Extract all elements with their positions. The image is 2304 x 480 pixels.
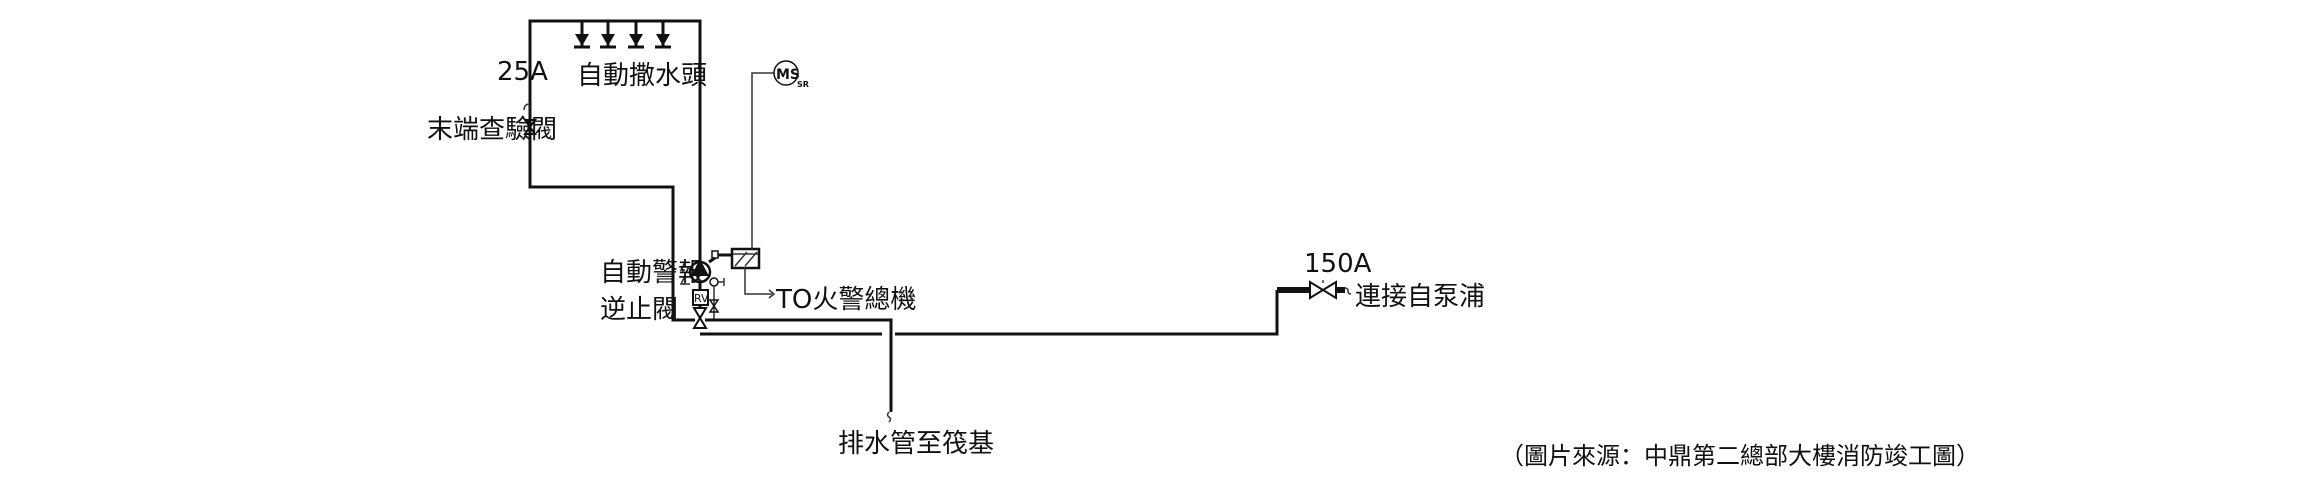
test-valve-label: 末端查驗閥 <box>427 115 557 145</box>
drain-outlet-icon <box>886 411 892 423</box>
alarm-check-valve-icon: RV <box>679 250 732 329</box>
drain-pipe <box>705 318 893 412</box>
ms-sub-label: SR <box>797 80 809 89</box>
sprinkler-head-icons <box>574 21 671 49</box>
pressure-switch-icon <box>730 247 761 270</box>
sprinkler-head-icon <box>600 21 616 49</box>
arrow-icon <box>768 289 776 299</box>
test-drain-pipe <box>528 134 695 322</box>
motor-starter-icon: MS SR <box>773 60 809 89</box>
drain-label: 排水管至筏基 <box>838 429 994 459</box>
to-fire-panel-label: TO火警總機 <box>775 285 916 315</box>
image-source-caption: （圖片來源：中鼎第二總部大樓消防竣工圖） <box>1500 442 1980 470</box>
sprinkler-head-icon <box>655 21 671 49</box>
from-pump-label: 連接自泵浦 <box>1355 282 1485 312</box>
fire-panel-signal-line <box>744 268 772 295</box>
pipe-break-icon <box>1344 287 1352 295</box>
sprinkler-heads-label: 自動撒水頭 <box>577 61 707 91</box>
rv-label: RV <box>694 292 709 305</box>
supply-pipe-size-label: 150A <box>1304 249 1372 279</box>
supply-pipe-riser <box>895 290 1279 336</box>
ms-signal-line <box>751 72 774 249</box>
end-pipe-size-label: 25A <box>497 57 548 87</box>
alarm-valve-label-line2: 逆止閥 <box>600 295 678 325</box>
sprinkler-head-icon <box>628 21 644 49</box>
gate-valve-icon <box>1309 280 1337 300</box>
ms-label: MS <box>776 67 800 83</box>
sprinkler-head-icon <box>574 21 590 49</box>
alarm-valve-label-line1: 自動警報 <box>600 258 704 288</box>
